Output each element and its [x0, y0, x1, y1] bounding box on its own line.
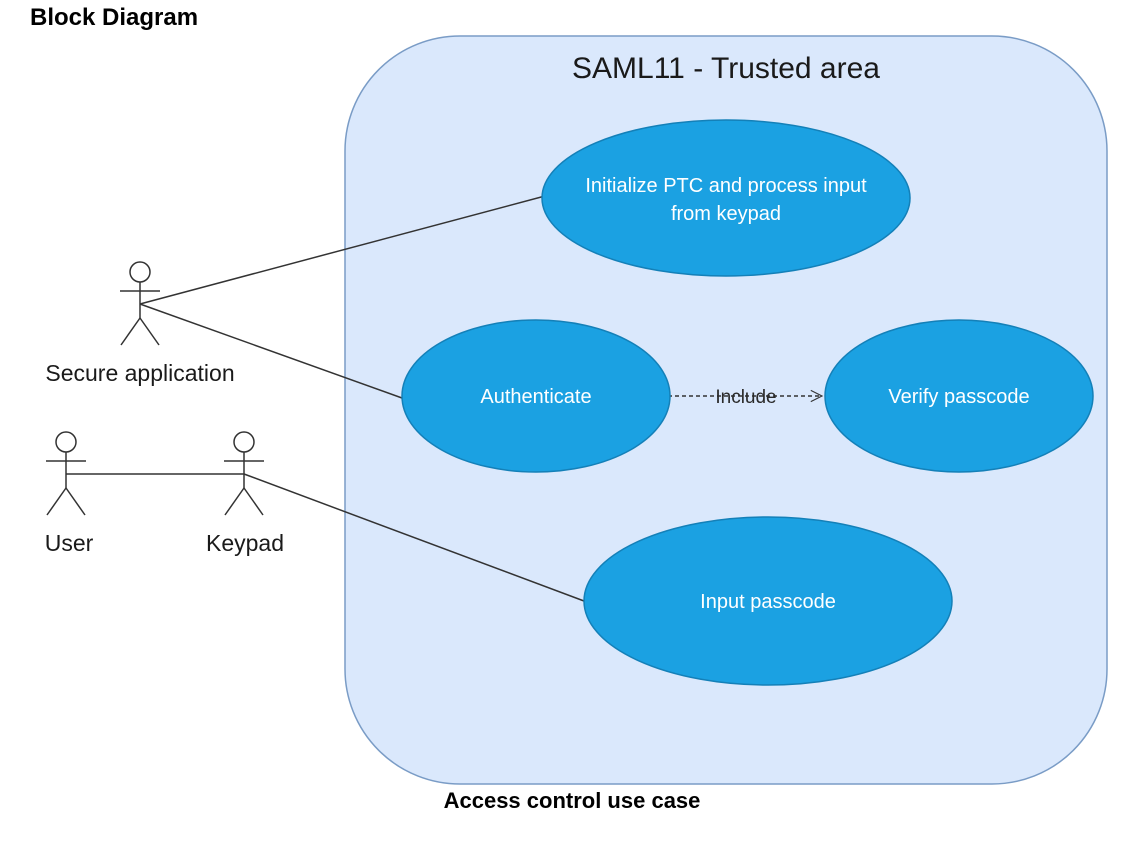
diagram-caption: Access control use case: [443, 788, 701, 813]
assoc-secure-app-initialize: [139, 195, 546, 305]
actor-secure-application[interactable]: Secure application: [45, 261, 235, 386]
actor-keypad-label: Keypad: [206, 530, 284, 556]
actor-secure-application-label: Secure application: [45, 360, 234, 386]
actor-user-label: User: [45, 530, 94, 556]
include-label: Include: [715, 387, 776, 408]
use-case-input-label: Input passcode: [700, 591, 836, 613]
use-case-verify-label: Verify passcode: [888, 386, 1029, 408]
use-case-verify-passcode[interactable]: Verify passcode: [824, 319, 1094, 473]
use-case-authenticate[interactable]: Authenticate: [401, 319, 671, 473]
stick-figure-icon: [224, 431, 264, 516]
use-case-initialize-line1: Initialize PTC and process input: [585, 175, 867, 197]
use-case-initialize-line2: from keypad: [671, 203, 781, 225]
assoc-secure-app-authenticate: [139, 303, 403, 399]
actor-user[interactable]: User: [45, 431, 94, 556]
stick-figure-icon: [120, 261, 160, 346]
assoc-keypad-input: [243, 473, 585, 602]
diagram-heading: Block Diagram: [30, 4, 199, 31]
stick-figure-icon: [46, 431, 86, 516]
use-case-initialize[interactable]: Initialize PTC and process input from ke…: [541, 119, 911, 277]
use-case-authenticate-label: Authenticate: [480, 386, 591, 408]
actor-keypad[interactable]: Keypad: [206, 431, 284, 556]
system-title: SAML11 - Trusted area: [572, 52, 880, 85]
use-case-input-passcode[interactable]: Input passcode: [583, 516, 953, 686]
